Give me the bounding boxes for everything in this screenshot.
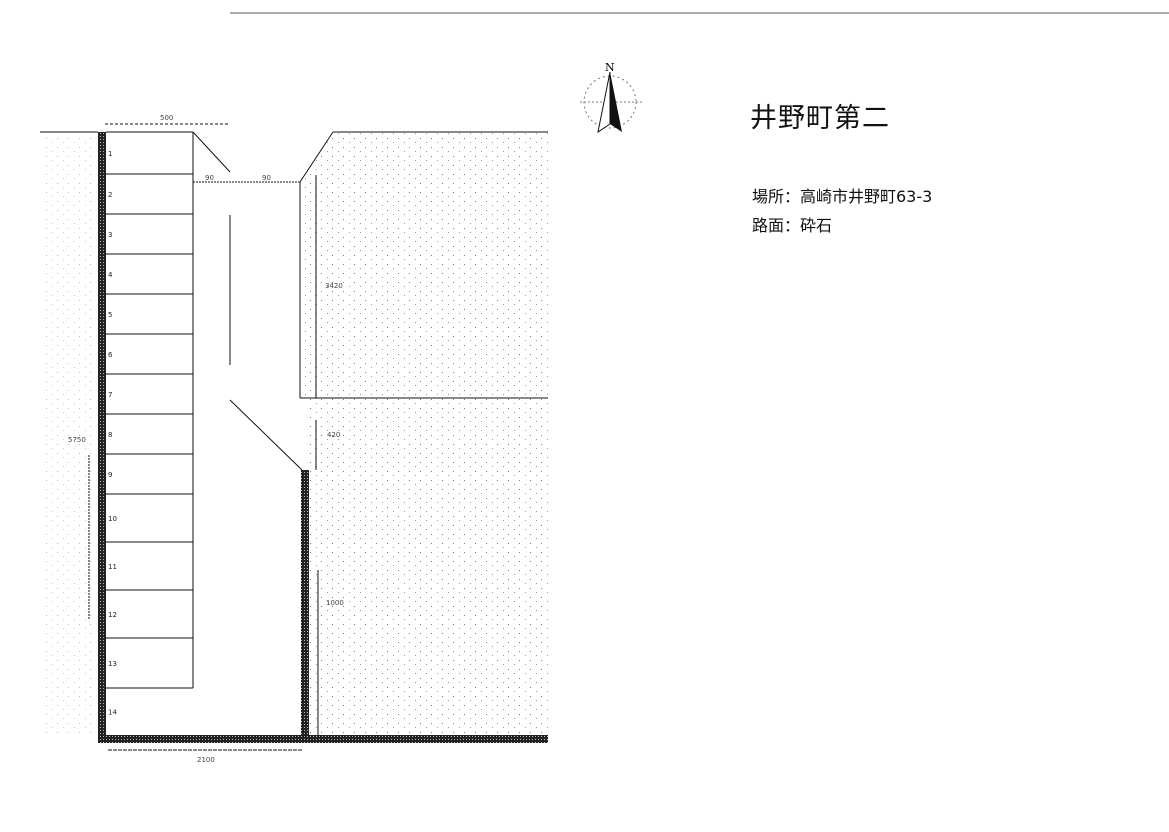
right-wall: [301, 470, 309, 738]
north-label: N: [605, 61, 615, 74]
dimension-label: 420: [327, 431, 340, 439]
dimension-label: 500: [160, 114, 173, 122]
page-title: 井野町第二: [750, 103, 890, 134]
corner-chamfer-middle: [229, 399, 303, 471]
stall-number: 2: [108, 191, 112, 199]
stall-number: 6: [108, 351, 113, 359]
dimension-label: 2100: [197, 756, 215, 764]
stall-number: 10: [108, 515, 117, 523]
dimension-label: 90: [205, 174, 214, 182]
stall-number: 13: [108, 660, 117, 668]
dimension-label: 90: [262, 174, 271, 182]
stall-number: 3: [108, 231, 112, 239]
bottom-wall: [98, 735, 548, 743]
stall-number: 11: [108, 563, 117, 571]
adjacent-land-lower: [309, 398, 548, 735]
stall-number: 8: [108, 431, 112, 439]
stall-number: 12: [108, 611, 117, 619]
stall-number: 4: [108, 271, 113, 279]
stall-number: 1: [108, 150, 112, 158]
surface-text: 路面：砕石: [752, 216, 833, 235]
location-text: 場所：高崎市井野町63-3: [752, 187, 933, 206]
north-arrow-icon: N: [580, 61, 642, 134]
stall-number: 14: [108, 709, 117, 717]
adjacent-land-upper: [300, 132, 548, 398]
stall-number: 9: [108, 471, 112, 479]
stall-number: 5: [108, 311, 112, 319]
adjacent-land-left: [42, 134, 96, 734]
corner-chamfer-right: [299, 131, 334, 183]
stall-number: 7: [108, 391, 112, 399]
left-wall: [98, 132, 106, 742]
dimension-label: 1000: [326, 599, 344, 607]
dimension-label: 5750: [68, 436, 86, 444]
corner-chamfer-left: [192, 131, 231, 173]
dimension-label: 3420: [325, 282, 343, 290]
